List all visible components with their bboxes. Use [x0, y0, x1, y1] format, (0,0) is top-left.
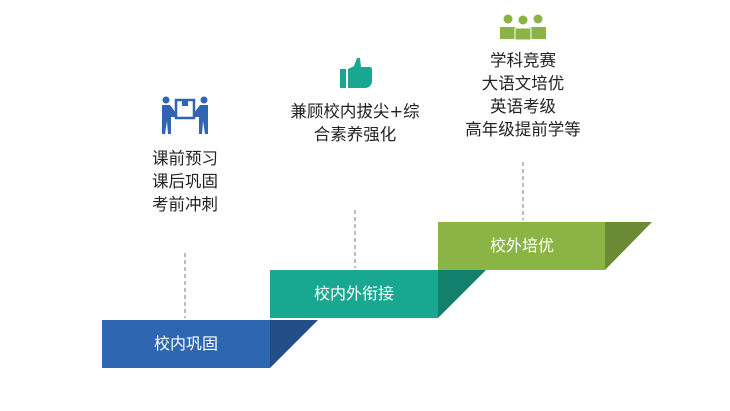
step-3-wedge — [605, 222, 652, 270]
desc-line: 课前预习 — [152, 149, 218, 168]
step-3-label: 校外培优 — [489, 236, 554, 255]
desc-line: 高年级提前学等 — [465, 120, 581, 139]
step-2-description: 兼顾校内拔尖+综 合素养强化 — [235, 100, 475, 146]
step-1-label: 校内巩固 — [153, 334, 218, 353]
desc-line: 合素养强化 — [313, 125, 397, 144]
desc-line: 课后巩固 — [152, 172, 218, 191]
group-people-icon — [500, 14, 546, 40]
desc-line: 考前冲刺 — [152, 195, 218, 214]
desc-line: 学科竞赛 — [490, 51, 556, 70]
people-carrying-box-icon — [162, 96, 208, 134]
step-2-wedge — [438, 270, 486, 318]
step-1-wedge — [270, 320, 318, 368]
step-2-label: 校内外衔接 — [313, 284, 394, 303]
step-2-bar — [270, 270, 438, 318]
desc-line: 兼顾校内拔尖+综 — [290, 102, 420, 121]
thumbs-up-icon — [340, 58, 372, 88]
step-3-bar — [438, 222, 605, 270]
desc-line: 大语文培优 — [481, 74, 565, 93]
step-1-description: 课前预习 课后巩固 考前冲刺 — [65, 147, 305, 216]
step-3-description: 学科竞赛 大语文培优 英语考级 高年级提前学等 — [403, 49, 643, 141]
desc-line: 英语考级 — [490, 97, 556, 116]
step-1-bar — [102, 320, 270, 368]
